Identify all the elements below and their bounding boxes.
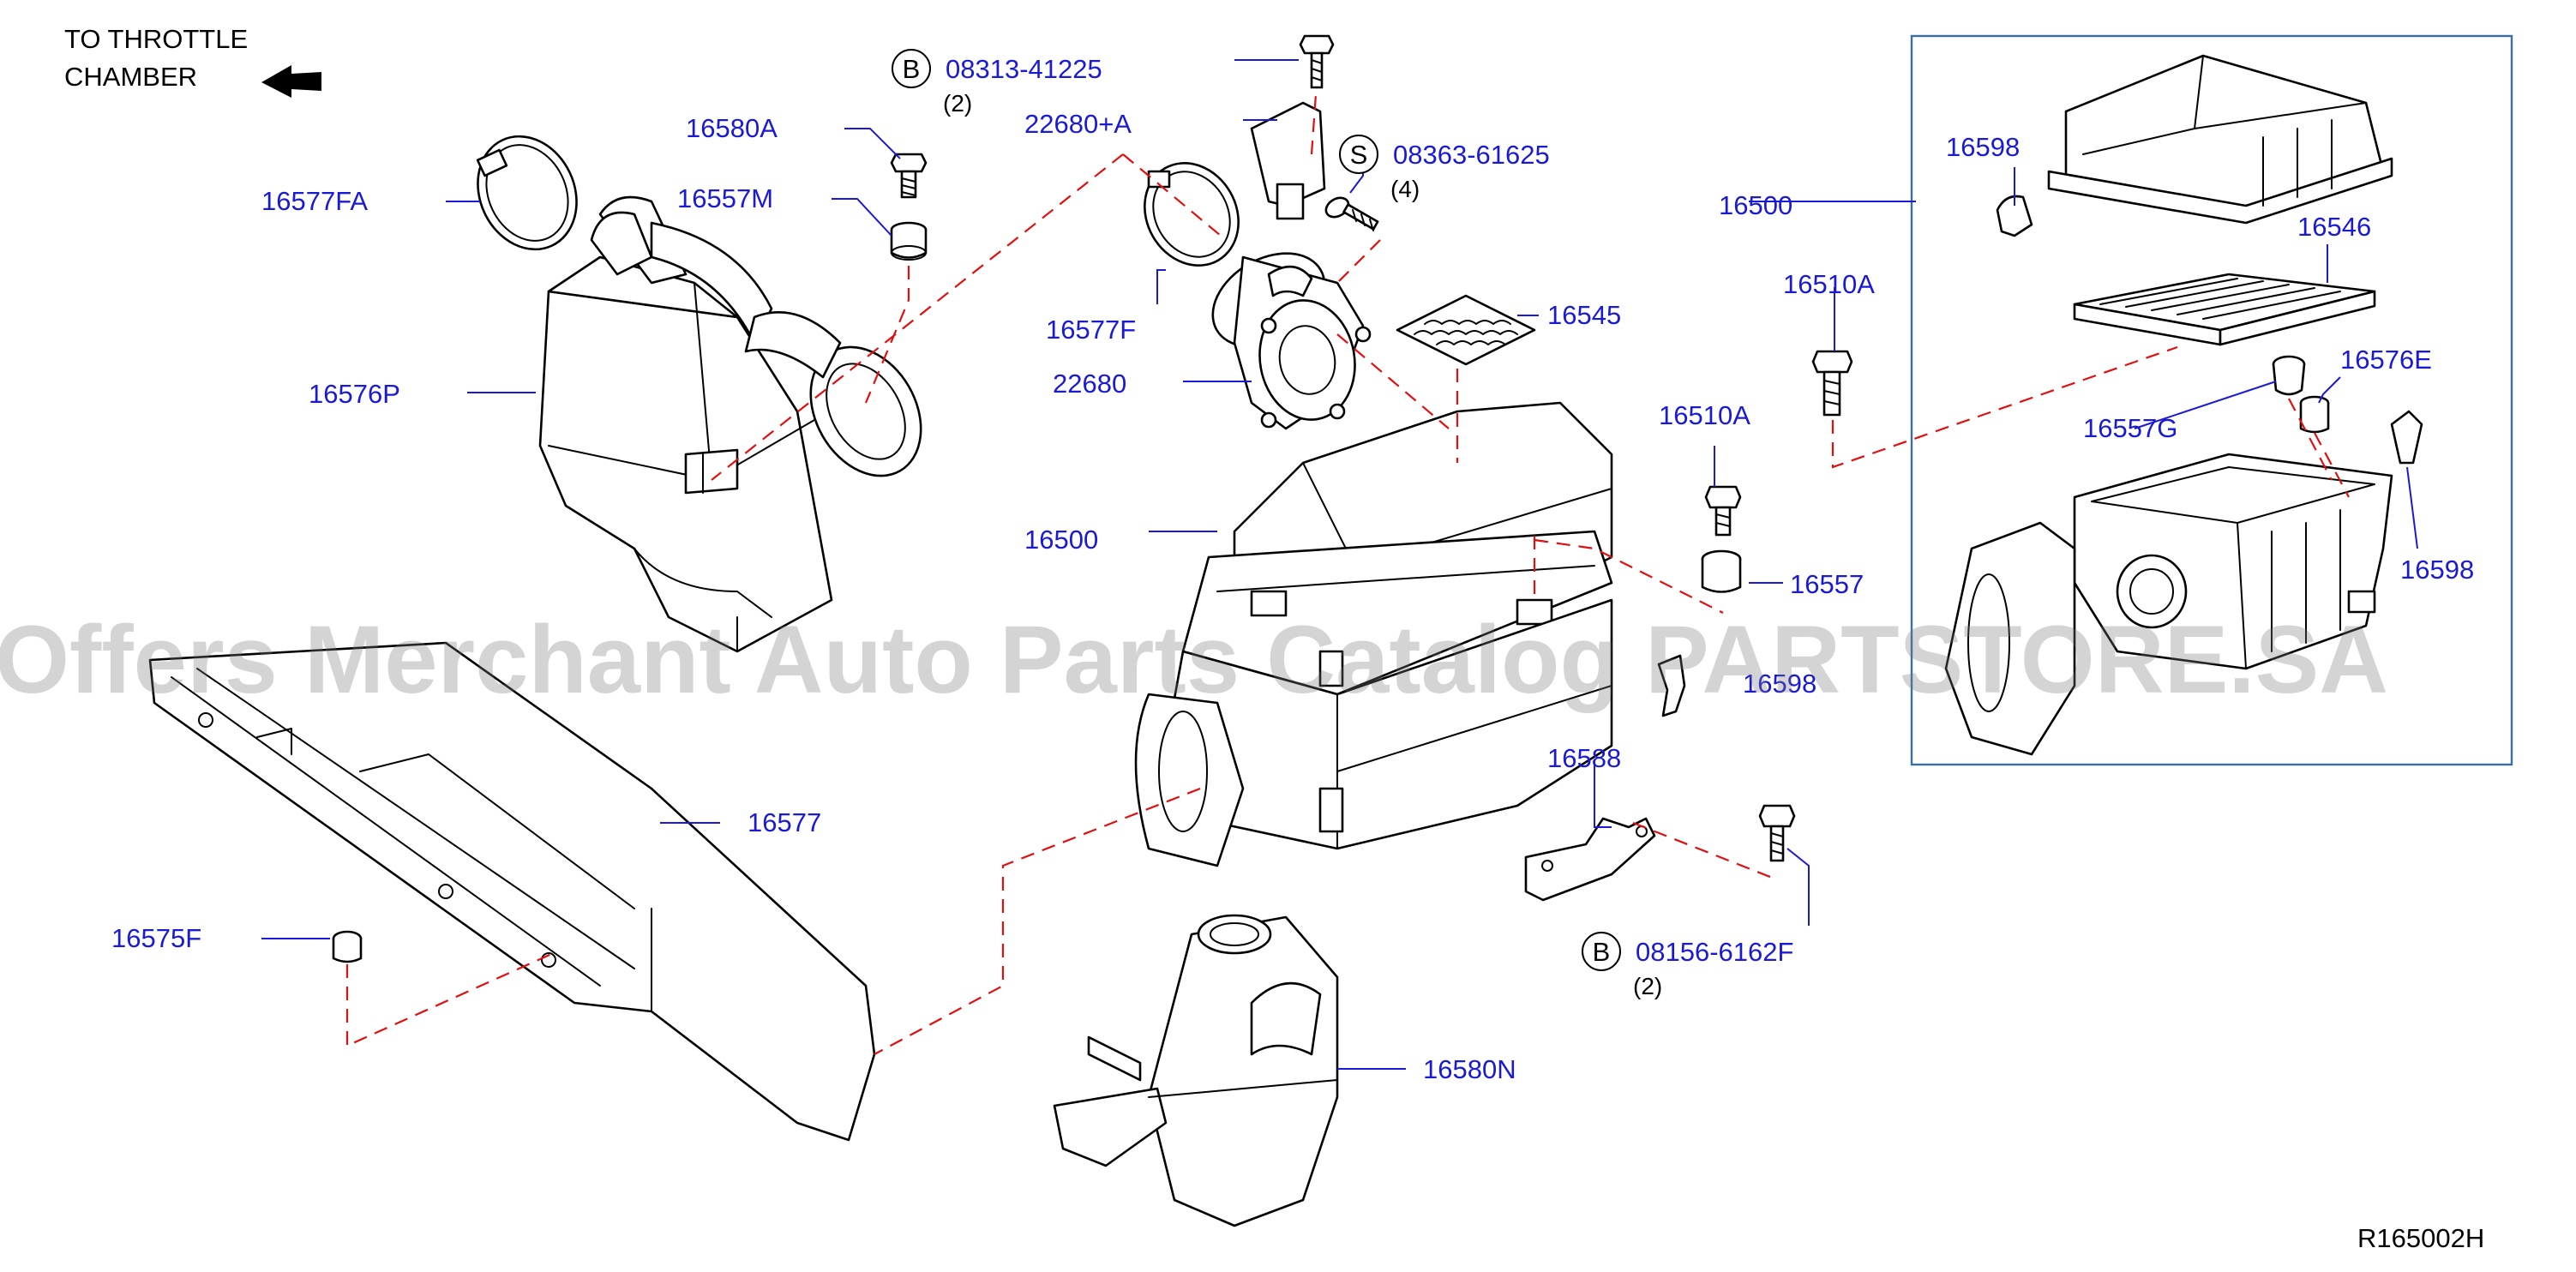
part-label-16575f[interactable]: 16575F: [111, 923, 201, 953]
bolt-08156-drawing: [1758, 804, 1796, 862]
leader-lines: [261, 59, 2418, 1070]
bracket-16588-drawing: [1524, 817, 1656, 902]
clip-16598-right-drawing: [2390, 410, 2423, 465]
callout-s-part[interactable]: 08363-61625: [1393, 140, 1550, 170]
part-label-16577f[interactable]: 16577F: [1046, 315, 1136, 345]
callout-b-bottom-part[interactable]: 08156-6162F: [1636, 937, 1793, 967]
part-label-22680[interactable]: 22680: [1053, 369, 1126, 399]
air-cleaner-16500-center-drawing: [1134, 401, 1613, 867]
bolt-16510a-center-drawing: [1704, 485, 1742, 537]
callout-s-letter: S: [1350, 140, 1368, 170]
part-label-16545[interactable]: 16545: [1547, 300, 1621, 330]
callout-s: S 08363-61625 (4): [1339, 135, 1550, 202]
watermark-text: Offers Merchant Auto Parts Catalog PARTS…: [0, 606, 2388, 713]
callout-b-top-qty: (2): [943, 90, 972, 117]
callout-b-top-part[interactable]: 08313-41225: [946, 54, 1102, 84]
bolt-16510a-right-drawing: [1811, 350, 1853, 417]
screen-16545-drawing: [1396, 294, 1536, 366]
part-label-22680a[interactable]: 22680+A: [1024, 109, 1132, 139]
direction-text-line2: CHAMBER: [64, 62, 197, 92]
grommet-16557g-drawing: [2272, 355, 2306, 396]
direction-text-line1: TO THROTTLE: [64, 24, 248, 54]
grommet-16575f-drawing: [332, 930, 363, 963]
part-label-16577[interactable]: 16577: [748, 807, 821, 837]
bolt-16580a-drawing: [890, 153, 928, 199]
duct-16577-drawing: [148, 641, 876, 1142]
part-label-16580a[interactable]: 16580A: [686, 113, 778, 143]
air-cleaner-lid-16500-drawing: [2047, 54, 2393, 225]
part-label-16510a-right[interactable]: 16510A: [1783, 269, 1875, 299]
resonator-16576p-drawing: [538, 195, 922, 653]
part-label-16598-top[interactable]: 16598: [1946, 132, 2020, 162]
callout-b-top: B 08313-41225 (2): [892, 49, 1102, 117]
air-cleaner-lower-case-drawing: [1944, 453, 2393, 756]
callout-b-bottom: B 08156-6162F (2): [1582, 932, 1793, 999]
callout-b-top-letter: B: [903, 54, 921, 84]
part-label-16580n[interactable]: 16580N: [1423, 1054, 1516, 1084]
part-label-16598-center[interactable]: 16598: [1743, 669, 1816, 699]
part-labels: 16580A 16557M 16577FA 16576P 22680+A 165…: [111, 109, 2474, 1084]
part-label-16557m[interactable]: 16557M: [677, 183, 773, 213]
clip-16598-center-drawing: [1657, 654, 1686, 717]
bolt-08313-drawing: [1299, 34, 1335, 89]
part-label-16588[interactable]: 16588: [1547, 743, 1621, 773]
arrow-left-icon: [261, 65, 321, 98]
grommet-16557m-drawing: [890, 221, 928, 261]
callout-b-bottom-letter: B: [1593, 937, 1611, 967]
air-flow-meter-22680-drawing: [1211, 101, 1372, 430]
filter-element-16546-drawing: [2073, 273, 2376, 346]
diagram-code: R165002H: [2357, 1223, 2484, 1253]
part-label-16576p[interactable]: 16576P: [309, 379, 400, 409]
screw-08363-drawing: [1324, 196, 1379, 231]
callout-s-qty: (4): [1390, 176, 1420, 202]
grommet-16557-drawing: [1701, 549, 1742, 593]
part-label-16576e[interactable]: 16576E: [2340, 345, 2432, 375]
part-label-16598-right[interactable]: 16598: [2400, 555, 2474, 585]
callout-b-bottom-qty: (2): [1633, 973, 1662, 999]
part-label-16577fa[interactable]: 16577FA: [261, 186, 368, 216]
clamp-16577f-drawing: [1144, 162, 1240, 267]
resonator-16580n-drawing: [1053, 914, 1339, 1227]
dashed-guide-lines: [345, 93, 2350, 1055]
air-cleaner-assembly-frame: [1910, 34, 2513, 766]
part-label-16500-center[interactable]: 16500: [1024, 525, 1098, 555]
pin-16576e-drawing: [2299, 395, 2330, 434]
clamp-16577fa-drawing: [476, 135, 578, 251]
part-label-16510a-center[interactable]: 16510A: [1659, 400, 1750, 430]
part-label-16546[interactable]: 16546: [2297, 212, 2371, 242]
part-label-16557g[interactable]: 16557G: [2083, 413, 2177, 443]
part-label-16500-box[interactable]: 16500: [1719, 190, 1792, 220]
part-label-16557[interactable]: 16557: [1790, 569, 1864, 599]
